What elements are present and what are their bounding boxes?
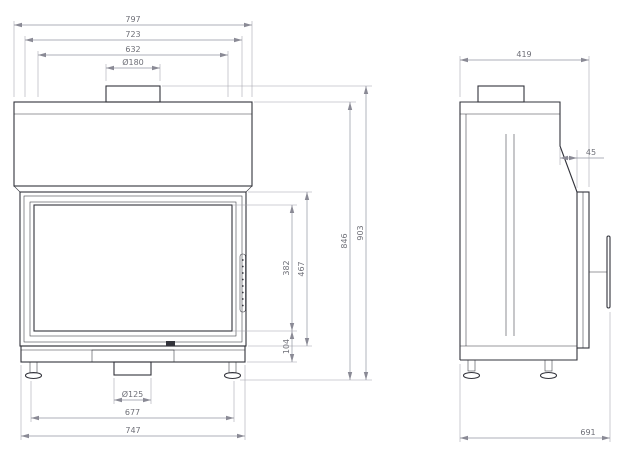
dim-label-382: 382 [282,260,291,275]
front-door-frame-mid [23,195,243,343]
front-bottom-stub [113,361,152,376]
front-base [20,345,246,363]
dim-label-747: 747 [125,426,140,435]
handle-bar [606,235,611,309]
dim-104: 104 [247,331,297,363]
dim-846: 846 [240,101,372,381]
dim-label-467: 467 [297,261,306,276]
dim-label-797: 797 [125,15,140,24]
dim-outlet-diameter: Ø125 [113,378,152,404]
dim-label-104: 104 [282,339,291,354]
front-view [13,85,253,380]
dim-label-outlet: Ø125 [122,389,144,399]
dim-label-45: 45 [586,148,596,157]
dim-label-flue: Ø180 [122,57,144,67]
dim-label-419: 419 [516,50,531,59]
side-foot-rear [462,359,481,380]
side-flue-stub [477,85,525,103]
dim-label-846: 846 [340,233,349,248]
door-handle [239,253,246,313]
door-handle-strip [239,253,246,313]
dim-903: 903 [162,85,372,380]
dim-691: 691 [459,312,611,442]
side-foot-front [539,359,558,380]
dim-747: 747 [20,365,246,440]
dim-382: 382 [233,204,297,332]
front-hood [13,101,253,187]
hood-chamfer-right [245,185,253,193]
side-door-handle [589,235,611,309]
dim-label-632: 632 [125,45,140,54]
dim-797: 797 [13,15,253,97]
front-glass [33,204,233,332]
front-door-frame-outer [19,191,247,347]
dim-723: 723 [24,30,243,97]
dim-467: 467 [248,191,312,347]
front-foot-left [24,361,43,380]
front-glass-frame [29,201,237,337]
dim-label-723: 723 [125,30,140,39]
front-base-recess [91,349,175,363]
hood-chamfer-left [13,185,21,193]
front-flue-stub [105,85,161,103]
dim-632: 632 [37,45,229,97]
dim-label-691: 691 [580,428,595,437]
side-dimensions: 419 45 691 [459,50,611,442]
dim-label-677: 677 [125,408,140,417]
dim-45: 45 [559,148,604,188]
side-body-bottom [460,348,578,361]
dim-flue-diameter: Ø180 [105,57,161,81]
dim-419: 419 [459,50,590,187]
dim-label-903: 903 [356,225,365,240]
side-body-outline [459,101,578,360]
air-control-lever [166,341,175,346]
front-dimensions: 797 723 632 Ø180 Ø125 [13,15,372,440]
front-foot-right [223,361,242,380]
dim-677: 677 [30,381,235,422]
side-view [459,85,611,380]
